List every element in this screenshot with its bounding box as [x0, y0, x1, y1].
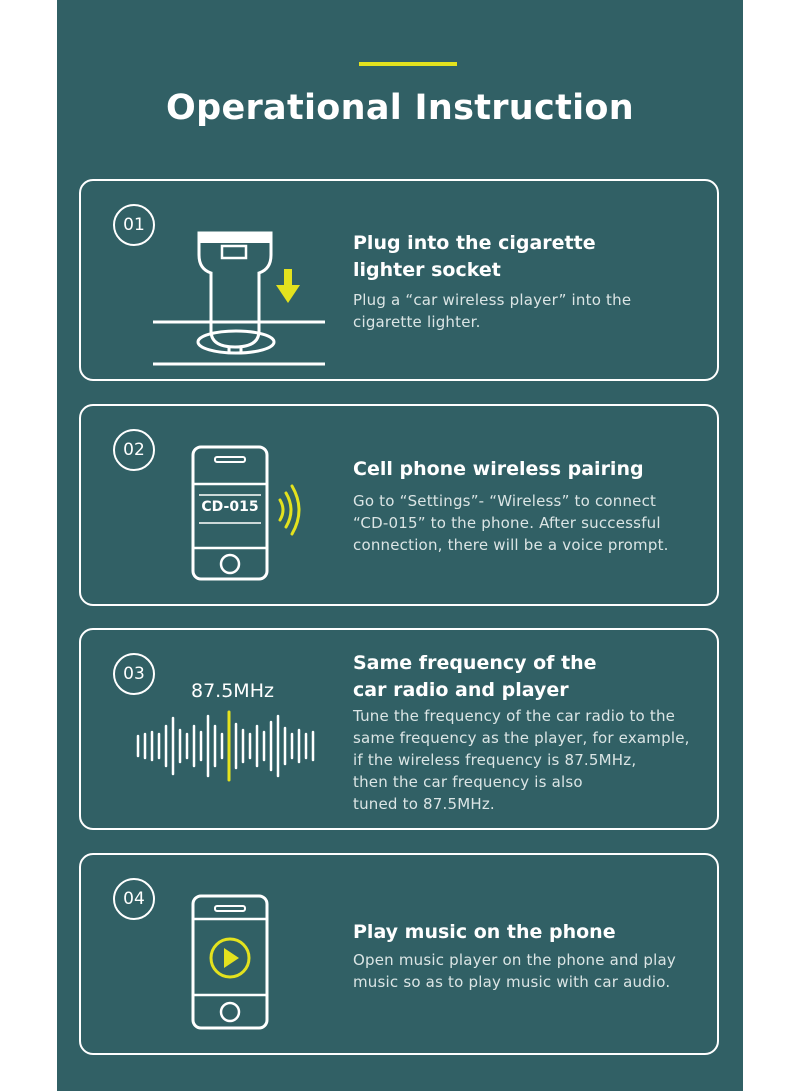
- step-heading: Same frequency of the car radio and play…: [353, 650, 693, 704]
- phone-play-icon: [191, 894, 269, 1030]
- step-card-2: 02 CD-015 Cell phone wireless pairing Go…: [79, 404, 719, 606]
- step-description-line: cigarette lighter.: [353, 313, 481, 331]
- step-heading-line: Plug into the cigarette: [353, 232, 596, 254]
- step-number-badge: 04: [113, 878, 155, 920]
- step-heading-line: car radio and player: [353, 679, 569, 701]
- step-description: Go to “Settings”- “Wireless” to connect …: [353, 490, 703, 556]
- step-description-line: Plug a “car wireless player” into the: [353, 291, 632, 309]
- step-heading-line: Same frequency of the: [353, 652, 597, 674]
- frequency-label: 87.5MHz: [191, 680, 274, 702]
- step-description-line: connection, there will be a voice prompt…: [353, 536, 669, 554]
- step-description-line: if the wireless frequency is 87.5MHz,: [353, 751, 637, 769]
- phone-wireless-icon: [191, 445, 301, 581]
- step-heading: Plug into the cigarette lighter socket: [353, 230, 693, 284]
- step-description: Plug a “car wireless player” into the ci…: [353, 289, 703, 333]
- step-heading-line: Play music on the phone: [353, 921, 616, 943]
- step-description-line: Tune the frequency of the car radio to t…: [353, 707, 676, 725]
- step-number-badge: 03: [113, 653, 155, 695]
- accent-bar: [359, 62, 457, 66]
- device-name-label: CD-015: [201, 499, 259, 515]
- step-heading: Cell phone wireless pairing: [353, 456, 693, 483]
- step-description-line: “CD-015” to the phone. After successful: [353, 514, 661, 532]
- step-description: Open music player on the phone and play …: [353, 949, 703, 993]
- step-number-badge: 02: [113, 429, 155, 471]
- step-heading: Play music on the phone: [353, 919, 693, 946]
- step-card-1: 01 Plug into the cigarette lighter socke…: [79, 179, 719, 381]
- page-title: Operational Instruction: [166, 88, 634, 128]
- step-card-4: 04 Play music on the phone Open music pl…: [79, 853, 719, 1055]
- step-heading-line: Cell phone wireless pairing: [353, 458, 644, 480]
- step-heading-line: lighter socket: [353, 259, 501, 281]
- step-description-line: music so as to play music with car audio…: [353, 973, 671, 991]
- step-description-line: same frequency as the player, for exampl…: [353, 729, 690, 747]
- step-card-3: 03 87.5MHz: [79, 628, 719, 830]
- step-number-badge: 01: [113, 204, 155, 246]
- instruction-panel: [57, 0, 743, 1091]
- step-description-line: then the car frequency is also: [353, 773, 583, 791]
- radio-frequency-icon: [136, 710, 315, 782]
- step-description: Tune the frequency of the car radio to t…: [353, 705, 703, 815]
- step-description-line: tuned to 87.5MHz.: [353, 795, 495, 813]
- car-charger-icon: [153, 231, 325, 366]
- step-description-line: Go to “Settings”- “Wireless” to connect: [353, 492, 657, 510]
- step-description-line: Open music player on the phone and play: [353, 951, 676, 969]
